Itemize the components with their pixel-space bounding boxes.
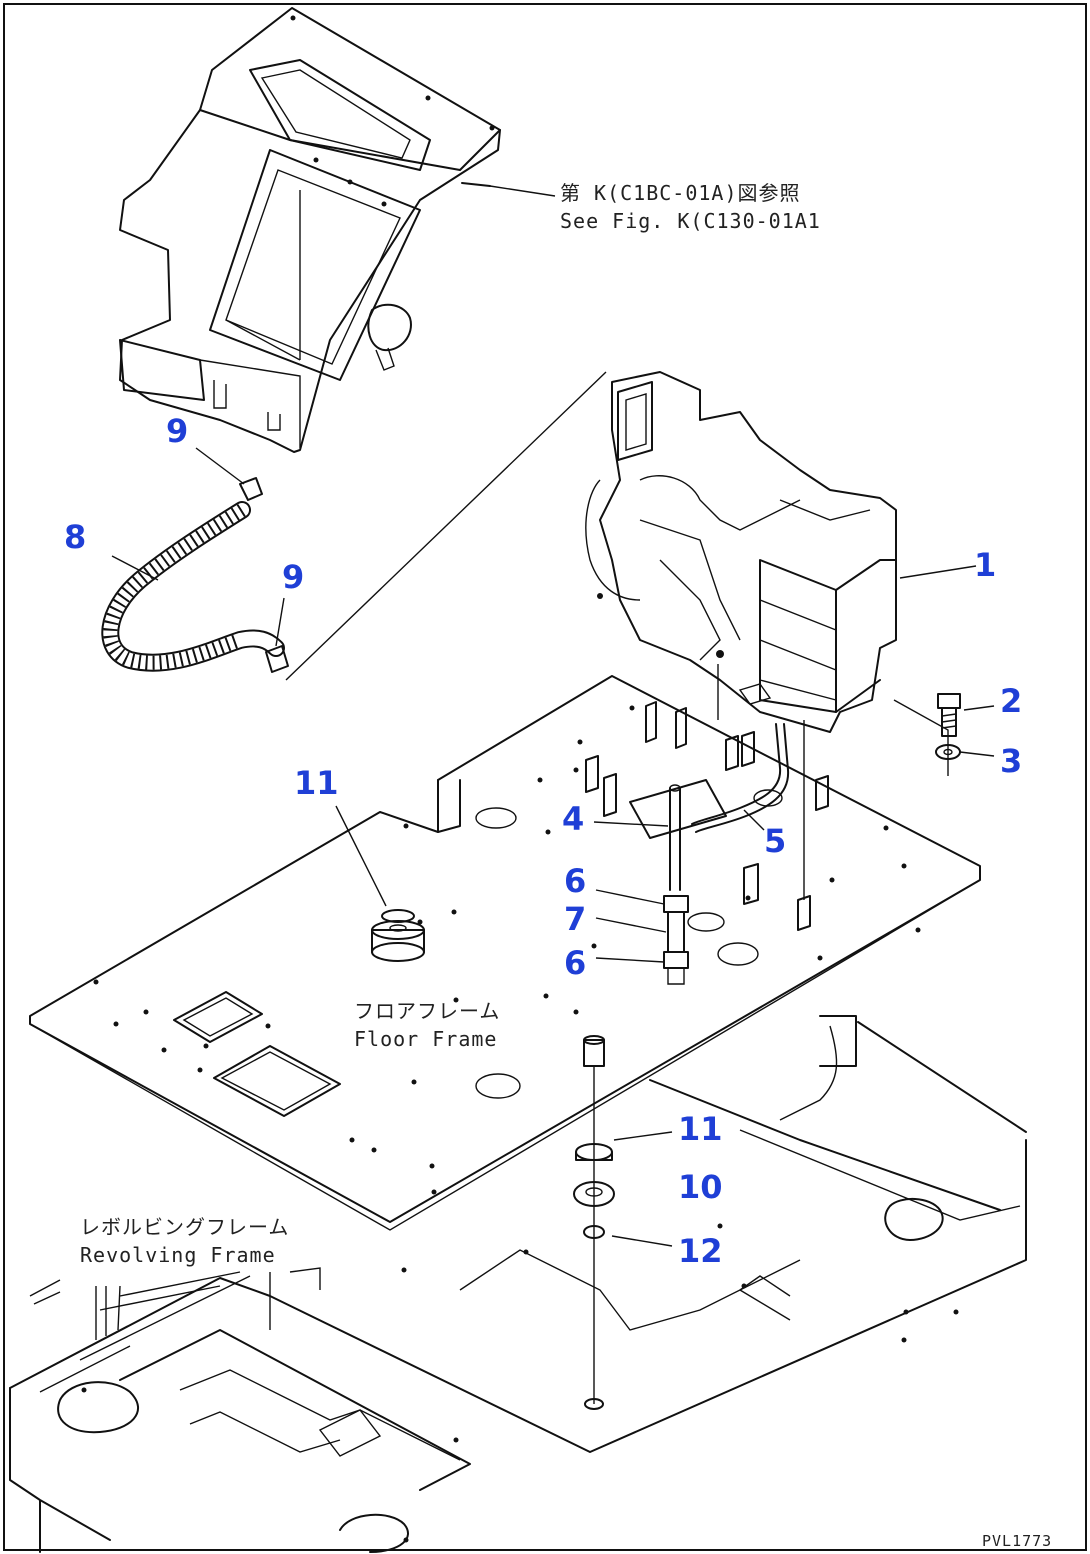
air-conditioner-unit	[585, 371, 897, 733]
see-figure-note-jp: 第 K(C1BC-01A)図参照	[560, 181, 801, 205]
cushion-part-10	[573, 1181, 615, 1207]
callout-11-lower: 11	[678, 1110, 723, 1148]
revolving-frame-label-jp: レボルビングフレーム	[80, 1215, 289, 1239]
callout-6-upper: 6	[564, 862, 586, 900]
callout-7: 7	[564, 900, 586, 938]
callout-3: 3	[1000, 742, 1022, 780]
rubber-mount-part-11-lower	[575, 1143, 613, 1161]
callout-2: 2	[1000, 682, 1022, 720]
bolt-part-2	[937, 693, 961, 737]
diagram-border	[3, 3, 1087, 1551]
rubber-mount-part-11-upper	[371, 909, 425, 962]
drain-valve-parts-6-7	[663, 895, 689, 985]
mount-sleeve	[583, 1035, 605, 1067]
callout-5: 5	[764, 822, 786, 860]
floor-standoffs	[585, 701, 829, 931]
callout-9-upper: 9	[166, 412, 188, 450]
drain-hose-part-8	[101, 501, 285, 672]
hose-clamp-part-9-upper	[239, 477, 263, 501]
hose-clamp-part-9-lower	[265, 645, 289, 673]
callout-8: 8	[64, 518, 86, 556]
callout-9-lower: 9	[282, 558, 304, 596]
callout-6-lower: 6	[564, 944, 586, 982]
washer-part-12	[583, 1225, 605, 1239]
drain-pipe-part-5	[691, 723, 790, 833]
drain-plate-part-4	[669, 784, 681, 891]
callout-1: 1	[974, 546, 996, 584]
mount-bolt-hole	[584, 1398, 604, 1410]
floor-frame	[29, 675, 981, 1231]
floor-frame-label-jp: フロアフレーム	[354, 999, 500, 1023]
floor-frame-label-en: Floor Frame	[354, 1027, 497, 1051]
revolving-frame-label-en: Revolving Frame	[80, 1243, 276, 1267]
callout-10: 10	[678, 1168, 723, 1206]
console-housing	[119, 7, 556, 453]
drawing-code: PVL1773	[982, 1532, 1052, 1550]
leader-lines	[111, 447, 995, 1247]
see-figure-note-en: See Fig. K(C130-01A1	[560, 209, 821, 233]
revolving-frame	[9, 1015, 1027, 1553]
callout-11-upper: 11	[294, 764, 339, 802]
callout-12: 12	[678, 1232, 723, 1270]
assembly-lines	[285, 371, 949, 1404]
callout-4: 4	[562, 800, 584, 838]
